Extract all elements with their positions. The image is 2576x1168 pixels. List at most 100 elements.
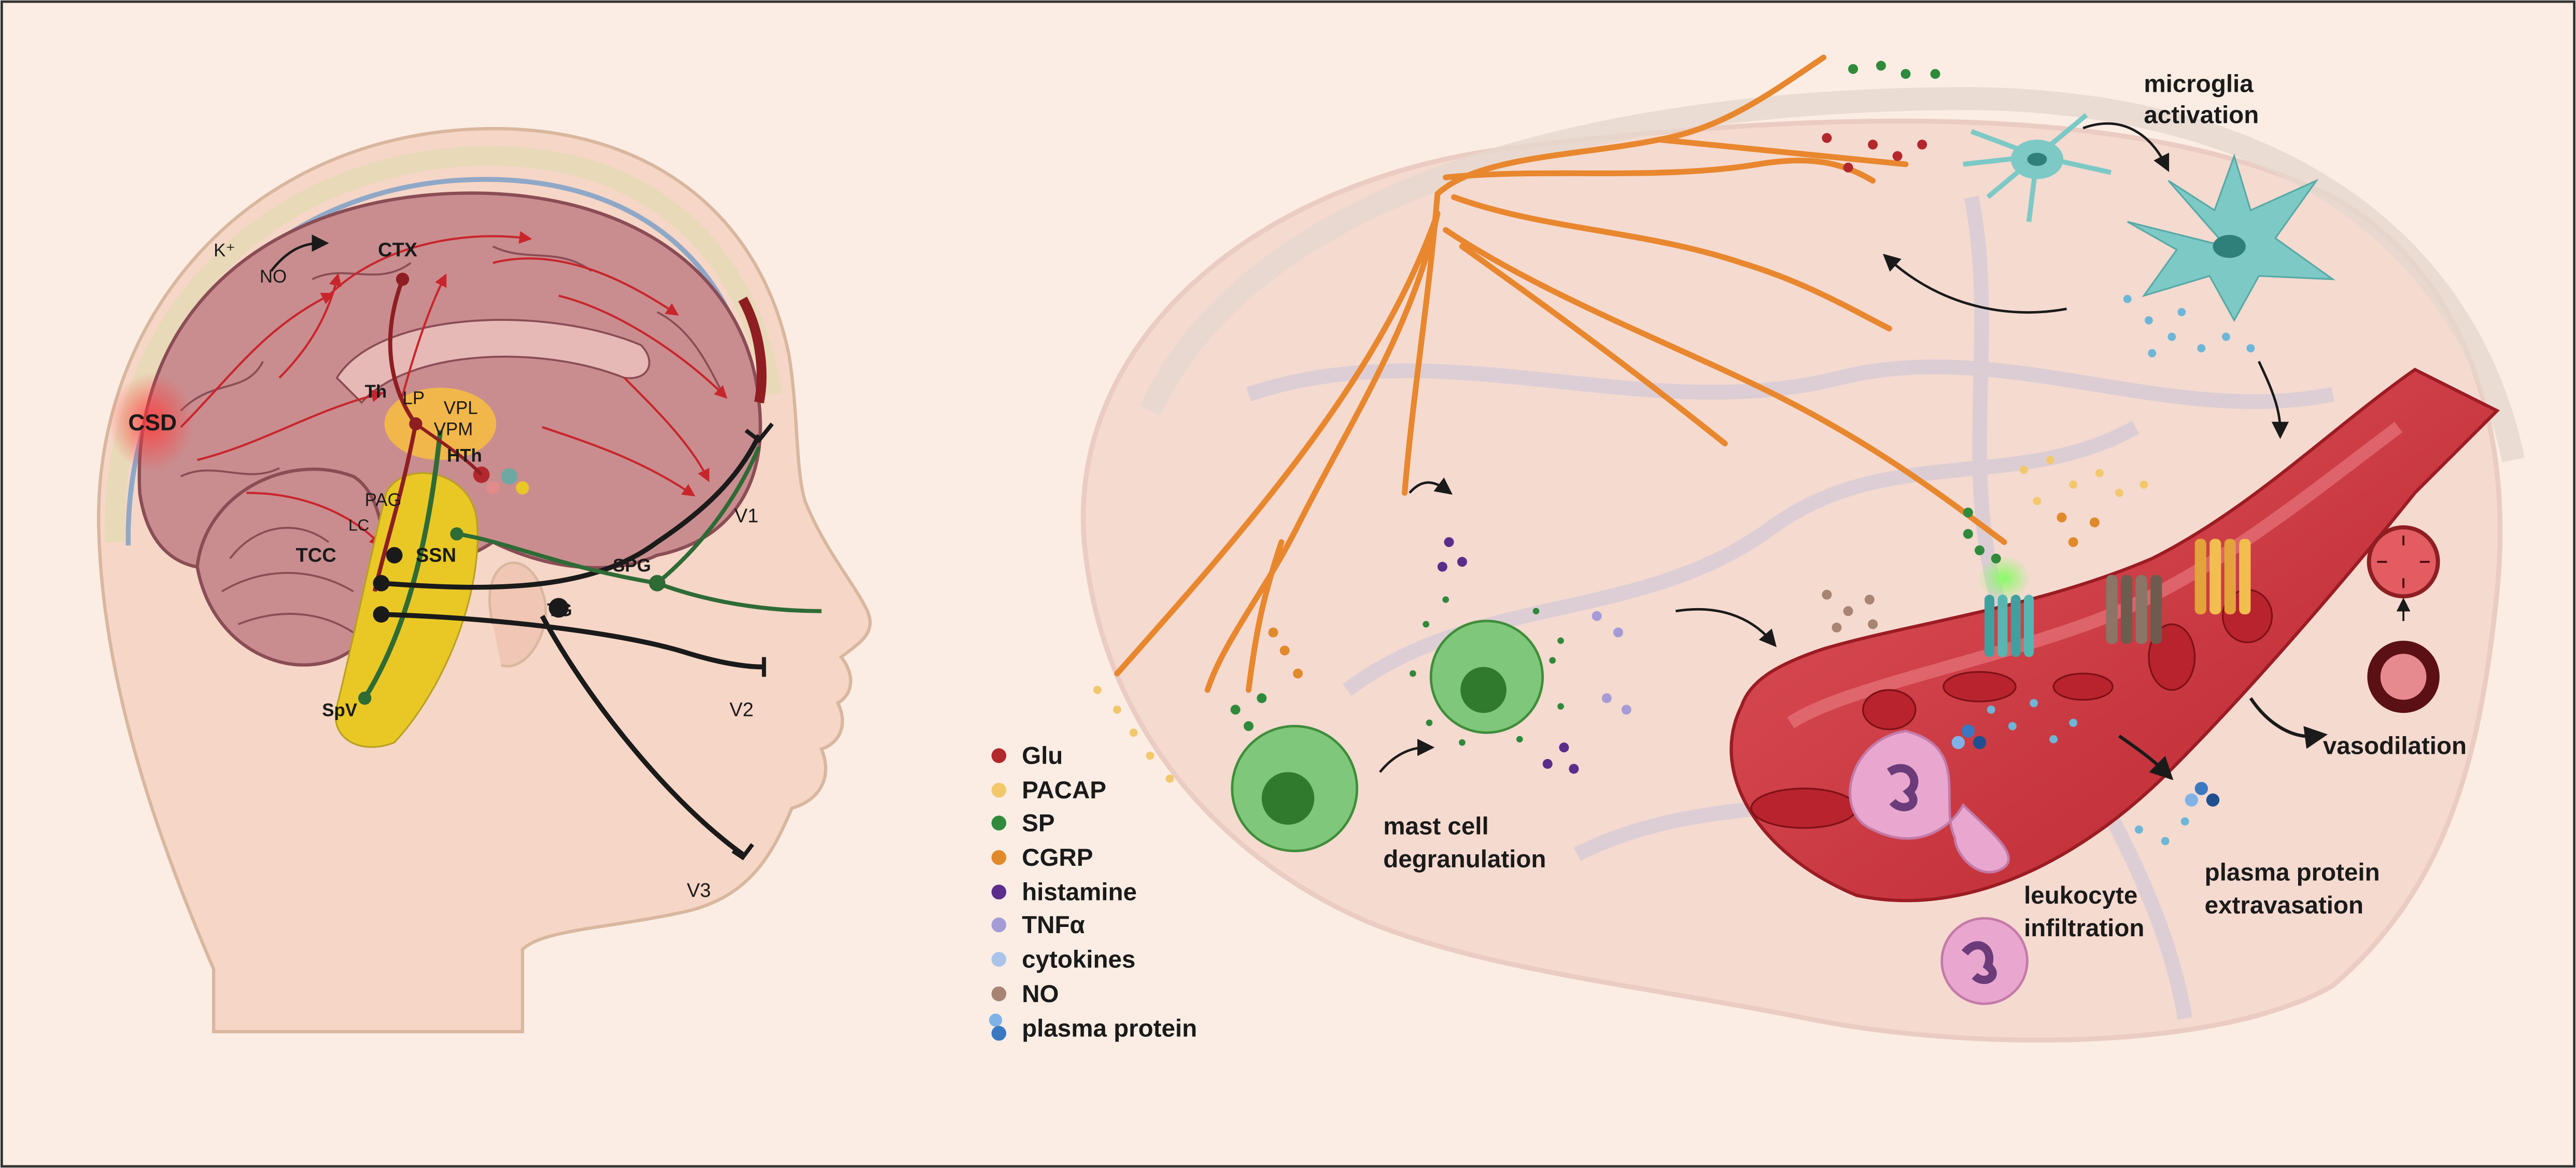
leukocyte-migrating [1849,729,2010,874]
legend-item: CGRP [991,844,1093,871]
label-tcc: TCC [296,545,336,567]
legend-label: plasma protein [1022,1015,1197,1042]
red-blood-cells [1750,589,2273,829]
extravasation-arrow [2118,735,2174,781]
label-vpl: VPL [444,398,478,418]
legend-swatch [991,986,1007,1002]
sensory-green-pathway [362,430,443,700]
mast-cell-arrow [1379,739,1435,773]
tg-node [548,598,569,618]
sp-dots [1230,61,2001,746]
trigeminal-v2 [381,612,764,670]
label-lp: LP [403,388,425,409]
cerebellum-folia [221,527,354,634]
sp-receptor [1978,555,2034,657]
label-mast-cell: mast cell degranulation [1383,813,1546,873]
legend-swatch [991,782,1007,798]
vessel-cross-section-dilated [2367,525,2440,599]
legend-label: histamine [1022,878,1137,906]
histamine-dots [1437,537,1579,774]
label-spv: SpV [322,700,357,721]
legend-swatch [991,1025,1007,1041]
no-dots [1822,589,1878,632]
hypothalamus-dots-2 [516,481,529,495]
microglia-arrow [2082,122,2170,172]
tcc-node-2 [373,606,390,623]
legend-label: PACAP [1022,777,1106,804]
mast-cell-resting [1231,725,1358,852]
legend-label: TNFα [1022,911,1085,939]
legend-swatch [991,850,1007,865]
spg-node [649,575,666,592]
spg-branch [656,581,822,613]
legend-label: Glu [1022,742,1063,769]
legend-item: NO [991,980,1059,1008]
tnf-dots [1592,611,1631,715]
label-hth: HTh [447,445,482,466]
blood-vessel-lumen [1787,421,2403,728]
label-microglia: microglia activation [2144,70,2260,129]
faded-skull [1139,87,2525,462]
legend-swatch [989,1014,1003,1027]
spreading-arrows [180,231,728,547]
label-vpm: VPM [434,419,473,440]
legend-item: Glu [991,742,1063,769]
cytokine-arrow [2258,361,2289,439]
label-pag: PAG [365,490,402,510]
legend-swatch [991,952,1007,967]
hypothalamus-dots-1 [501,468,518,485]
ssn-green-node [450,527,463,541]
csd-glow [108,373,194,472]
label-leukocyte: leukocyte infiltration [2024,882,2144,942]
nerve-fibers [1114,54,2007,693]
legend-swatch [991,884,1007,899]
label-ctx: CTX [378,239,418,261]
legend-item: SP [991,809,1055,837]
head-panel: K⁺ NO CTX CSD Th LP VPL VPM HTh PAG LC T… [97,126,872,1034]
mast-cell-degranulating [1429,620,1544,734]
ssn-node [386,547,403,564]
legend-label: NO [1022,980,1059,1008]
label-v3: V3 [687,880,711,902]
trigeminal-v3 [540,615,744,856]
microglia-activated [2127,153,2336,322]
label-spg: SPG [613,556,651,576]
plasma-protein-clusters [1951,724,2220,807]
meningeal-vessel [738,297,767,404]
cgrp-receptor [2194,539,2251,615]
cgrp-dots [1268,512,2100,679]
legend-item: TNFα [991,911,1085,939]
hypothalamus-dots-3 [486,481,500,495]
ctx-node [396,273,410,286]
label-v1: V1 [735,505,759,527]
spv-node [358,692,372,705]
skull-outline [105,146,782,543]
cytokine-dots [1987,294,2255,846]
label-plasma: plasma protein extravasation [2205,859,2387,919]
pacap-dots [1093,456,2148,783]
legend-item: histamine [991,878,1137,906]
label-tg: TG [547,600,572,620]
glu-dots [1822,133,1927,173]
corpus-callosum [335,319,651,404]
legend-label: cytokines [1022,946,1135,973]
label-k: K⁺ [214,240,235,260]
v1-end [744,423,774,443]
vessel-cross-section-normal [2367,640,2440,713]
legend-item: cytokines [991,946,1135,973]
fiber-arrow [1409,477,1453,495]
microglia-feedback-arrow [1882,254,2067,314]
legend-label: CGRP [1022,844,1093,871]
hth-pathway [415,422,483,476]
label-no: NO [260,266,287,287]
label-vasodilation: vasodilation [2323,732,2467,759]
label-csd: CSD [128,410,177,435]
legend-item: plasma protein [989,1014,1197,1042]
legend: Glu PACAP SP CGRP histamine TNFα cytokin… [989,742,1197,1042]
trigeminal-v1 [381,434,762,590]
vasodilation-arrow [2249,697,2328,749]
no-arrow [270,234,329,272]
legend-swatch [991,917,1007,933]
microglia-resting [1963,113,2112,222]
